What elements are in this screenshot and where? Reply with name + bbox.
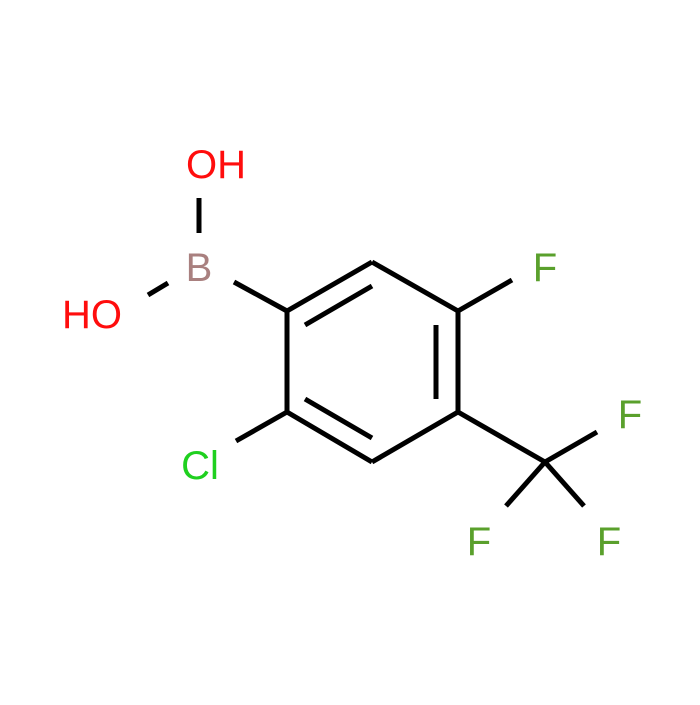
atom-label-cf3-f-top: F (618, 393, 642, 437)
atom-label-chloro: Cl (181, 444, 219, 488)
bond-ring-inner-c5-c6 (303, 396, 374, 441)
atom-label-cf3-f-right: F (597, 520, 621, 564)
bond-ring-inner-c1-c2 (303, 283, 374, 328)
bond-ring-c2-c3 (370, 259, 460, 314)
bond-c1-boron (232, 279, 289, 314)
bond-c4-cf3 (456, 409, 547, 465)
atom-labels: OH B HO F Cl F F F (62, 143, 642, 564)
bond-c3-fluoro (456, 277, 514, 314)
bond-c6-chloro (234, 409, 289, 444)
bond-boron-ho-left (146, 280, 170, 298)
bond-ring-c5-c6 (285, 409, 374, 465)
atom-label-ho-left: HO (62, 293, 122, 337)
bond-ring-c4-c5 (370, 409, 460, 465)
atom-label-cf3-f-left: F (467, 520, 491, 564)
atom-label-fluoro-ring: F (533, 246, 557, 290)
bond-cf3-f-right (543, 460, 586, 508)
atom-label-oh-top: OH (186, 143, 246, 187)
bonds (146, 198, 599, 508)
atom-label-boron: B (186, 246, 213, 290)
bond-cf3-f-top (543, 429, 599, 465)
bond-cf3-f-left (504, 460, 547, 508)
bond-ring-c1-c2 (285, 259, 374, 314)
